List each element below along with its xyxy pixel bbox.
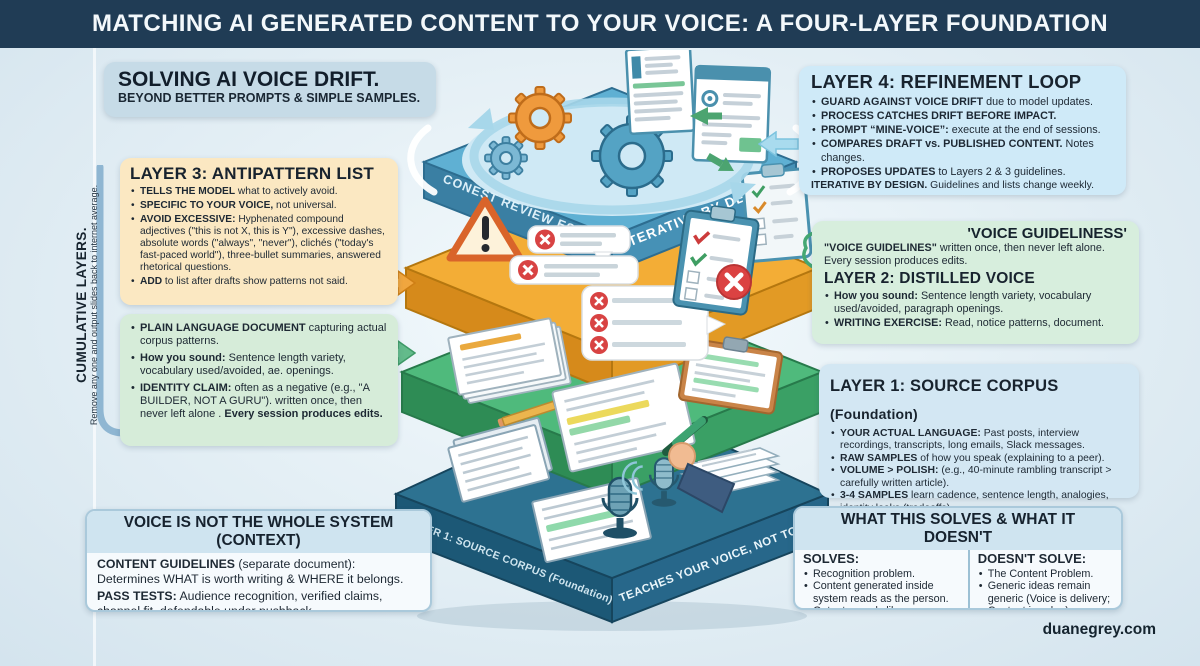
layer3-title: LAYER 3: ANTIPATTERN LIST xyxy=(130,164,374,183)
paper-stack-icon xyxy=(447,317,572,404)
speech-bubble-icon xyxy=(527,225,631,265)
compare-windows-icon xyxy=(624,50,772,171)
microphone-icon xyxy=(621,457,707,507)
layer4-bullet-list: GUARD AGAINST VOICE DRIFT due to model u… xyxy=(811,95,1114,179)
x-circle-icon xyxy=(716,264,752,300)
speech-bubble-icon xyxy=(509,255,639,285)
cumulative-note: Remove any one and output slides back to… xyxy=(89,184,99,426)
hand-pen-icon xyxy=(662,416,736,514)
list-item: VOLUME > POLISH: (e.g., 40-minute rambli… xyxy=(830,465,1128,490)
header-bar: MATCHING AI GENERATED CONTENT TO YOUR VO… xyxy=(0,0,1200,48)
list-item: COMPARES DRAFT vs. PUBLISHED CONTENT. No… xyxy=(811,137,1114,165)
cumulative-layers-label: CUMULATIVE LAYERS. Remove any one and ou… xyxy=(74,152,99,458)
context-body: CONTENT GUIDELINES (separate document): … xyxy=(87,553,430,612)
four-layer-diagram: LAYER 1: SOURCE CORPUS (Foundation) TEAC… xyxy=(393,50,831,631)
layer2-title: LAYER 2: DISTILLED VOICE xyxy=(824,269,1035,287)
doesnt-solve-column: DOESN'T SOLVE: The Content Problem. Gene… xyxy=(967,550,1121,608)
layer3-bullet-list: TELLS THE MODEL what to actively avoid. … xyxy=(130,186,388,288)
intro-subtitle: BEYOND BETTER PROMPTS & SIMPLE SAMPLES. xyxy=(118,91,421,106)
context-box: VOICE IS NOT THE WHOLE SYSTEM (CONTEXT) … xyxy=(85,509,432,612)
layer1-bullet-list: YOUR ACTUAL LANGUAGE: Past posts, interv… xyxy=(830,428,1128,515)
swap-arrow-icon xyxy=(706,152,734,171)
cumulative-title: CUMULATIVE LAYERS. xyxy=(74,227,89,383)
list-item: PROMPT “MINE-VOICE”: execute at the end … xyxy=(811,123,1114,137)
list-item: Content generated inside system reads as… xyxy=(803,580,960,605)
list-item: AVOID EXCESSIVE: Hyphenated compound adj… xyxy=(130,214,388,274)
intro-box: SOLVING AI VOICE DRIFT. BEYOND BETTER PR… xyxy=(104,62,436,117)
layer3-antipattern-box: LAYER 3: ANTIPATTERN LIST TELLS THE MODE… xyxy=(120,158,398,305)
watermark: duanegrey.com xyxy=(1042,621,1156,638)
list-item: ADD to list after drafts show patterns n… xyxy=(130,276,388,288)
layer1-source-box: LAYER 1: SOURCE CORPUS (Foundation) YOUR… xyxy=(819,364,1139,514)
solves-title: WHAT THIS SOLVES & WHAT IT DOESN'T xyxy=(795,508,1121,550)
list-item: PROPOSES UPDATES to Layers 2 & 3 guideli… xyxy=(811,165,1114,179)
swap-arrow-icon xyxy=(690,107,722,125)
doesnt-solve-list: The Content Problem. Generic ideas remai… xyxy=(978,568,1113,608)
intro-title: SOLVING AI VOICE DRIFT. xyxy=(118,68,380,91)
solves-columns: SOLVES: Recognition problem. Content gen… xyxy=(795,550,1121,608)
voice-guidelines-title: 'VOICE GUIDELINESS' xyxy=(967,225,1127,242)
list-item: PROCESS CATCHES DRIFT BEFORE IMPACT. xyxy=(811,109,1114,123)
layer1-title: LAYER 1: SOURCE CORPUS (Foundation) xyxy=(830,377,1059,422)
list-item: SPECIFIC TO YOUR VOICE, not universal. xyxy=(130,200,388,212)
list-item: IDENTITY CLAIM: often as a negative (e.g… xyxy=(130,382,388,422)
list-item: GUARD AGAINST VOICE DRIFT due to model u… xyxy=(811,95,1114,109)
gear-icon xyxy=(508,86,572,150)
list-item: Output sounds like you. xyxy=(803,605,960,608)
layer4-footer: ITERATIVE BY DESIGN. Guidelines and list… xyxy=(811,180,1094,192)
solves-box: WHAT THIS SOLVES & WHAT IT DOESN'T SOLVE… xyxy=(793,506,1123,610)
layer2-bullet-list: PLAIN LANGUAGE DOCUMENT capturing actual… xyxy=(130,322,388,422)
page-title: MATCHING AI GENERATED CONTENT TO YOUR VO… xyxy=(91,10,1109,37)
document-icon xyxy=(551,362,696,473)
clipboard-icon xyxy=(672,205,760,316)
gear-icon xyxy=(591,115,673,197)
voice-guidelines-box: 'VOICE GUIDELINESS' "VOICE GUIDELINES" w… xyxy=(812,221,1139,344)
list-item: The Content Problem. xyxy=(978,568,1113,581)
context-title: VOICE IS NOT THE WHOLE SYSTEM (CONTEXT) xyxy=(87,511,430,553)
doesnt-solve-column-title: DOESN'T SOLVE: xyxy=(977,551,1087,566)
voice-guidelines-line: "VOICE GUIDELINES" written once, then ne… xyxy=(824,242,1105,267)
list-item: Recognition problem. xyxy=(803,568,960,581)
layer4-refinement-box: LAYER 4: REFINEMENT LOOP GUARD AGAINST V… xyxy=(799,66,1126,195)
list-item: How you sound: Sentence length variety, … xyxy=(824,290,1127,317)
gear-icon xyxy=(484,136,528,180)
list-item: WRITING EXERCISE: Read, notice patterns,… xyxy=(824,317,1127,331)
layer4-title: LAYER 4: REFINEMENT LOOP xyxy=(811,71,1082,92)
layer2-right-bullet-list: How you sound: Sentence length variety, … xyxy=(824,290,1127,331)
microphone-icon xyxy=(601,476,639,539)
voice-guidelines-brace xyxy=(802,230,819,270)
list-item: TELLS THE MODEL what to actively avoid. xyxy=(130,186,388,198)
list-item: PLAIN LANGUAGE DOCUMENT capturing actual… xyxy=(130,322,388,349)
list-item: YOUR ACTUAL LANGUAGE: Past posts, interv… xyxy=(830,428,1128,453)
solves-column: SOLVES: Recognition problem. Content gen… xyxy=(795,550,968,608)
documents-icon xyxy=(447,417,553,503)
list-item: Generic ideas remain generic (Voice is d… xyxy=(978,580,1113,608)
list-item: RAW SAMPLES of how you speak (explaining… xyxy=(830,453,1128,466)
context-line: CONTENT GUIDELINES (separate document): … xyxy=(97,557,404,586)
context-line: PASS TESTS: Audience recognition, verifi… xyxy=(97,589,383,612)
list-item: How you sound: Sentence length variety, … xyxy=(130,352,388,379)
solves-list: Recognition problem. Content generated i… xyxy=(803,568,960,608)
refinement-connector-arrow xyxy=(758,131,799,157)
warning-icon xyxy=(446,196,524,262)
left-divider-line xyxy=(93,48,96,666)
layer2-description-box: PLAIN LANGUAGE DOCUMENT capturing actual… xyxy=(120,314,398,446)
solves-column-title: SOLVES: xyxy=(803,551,860,566)
